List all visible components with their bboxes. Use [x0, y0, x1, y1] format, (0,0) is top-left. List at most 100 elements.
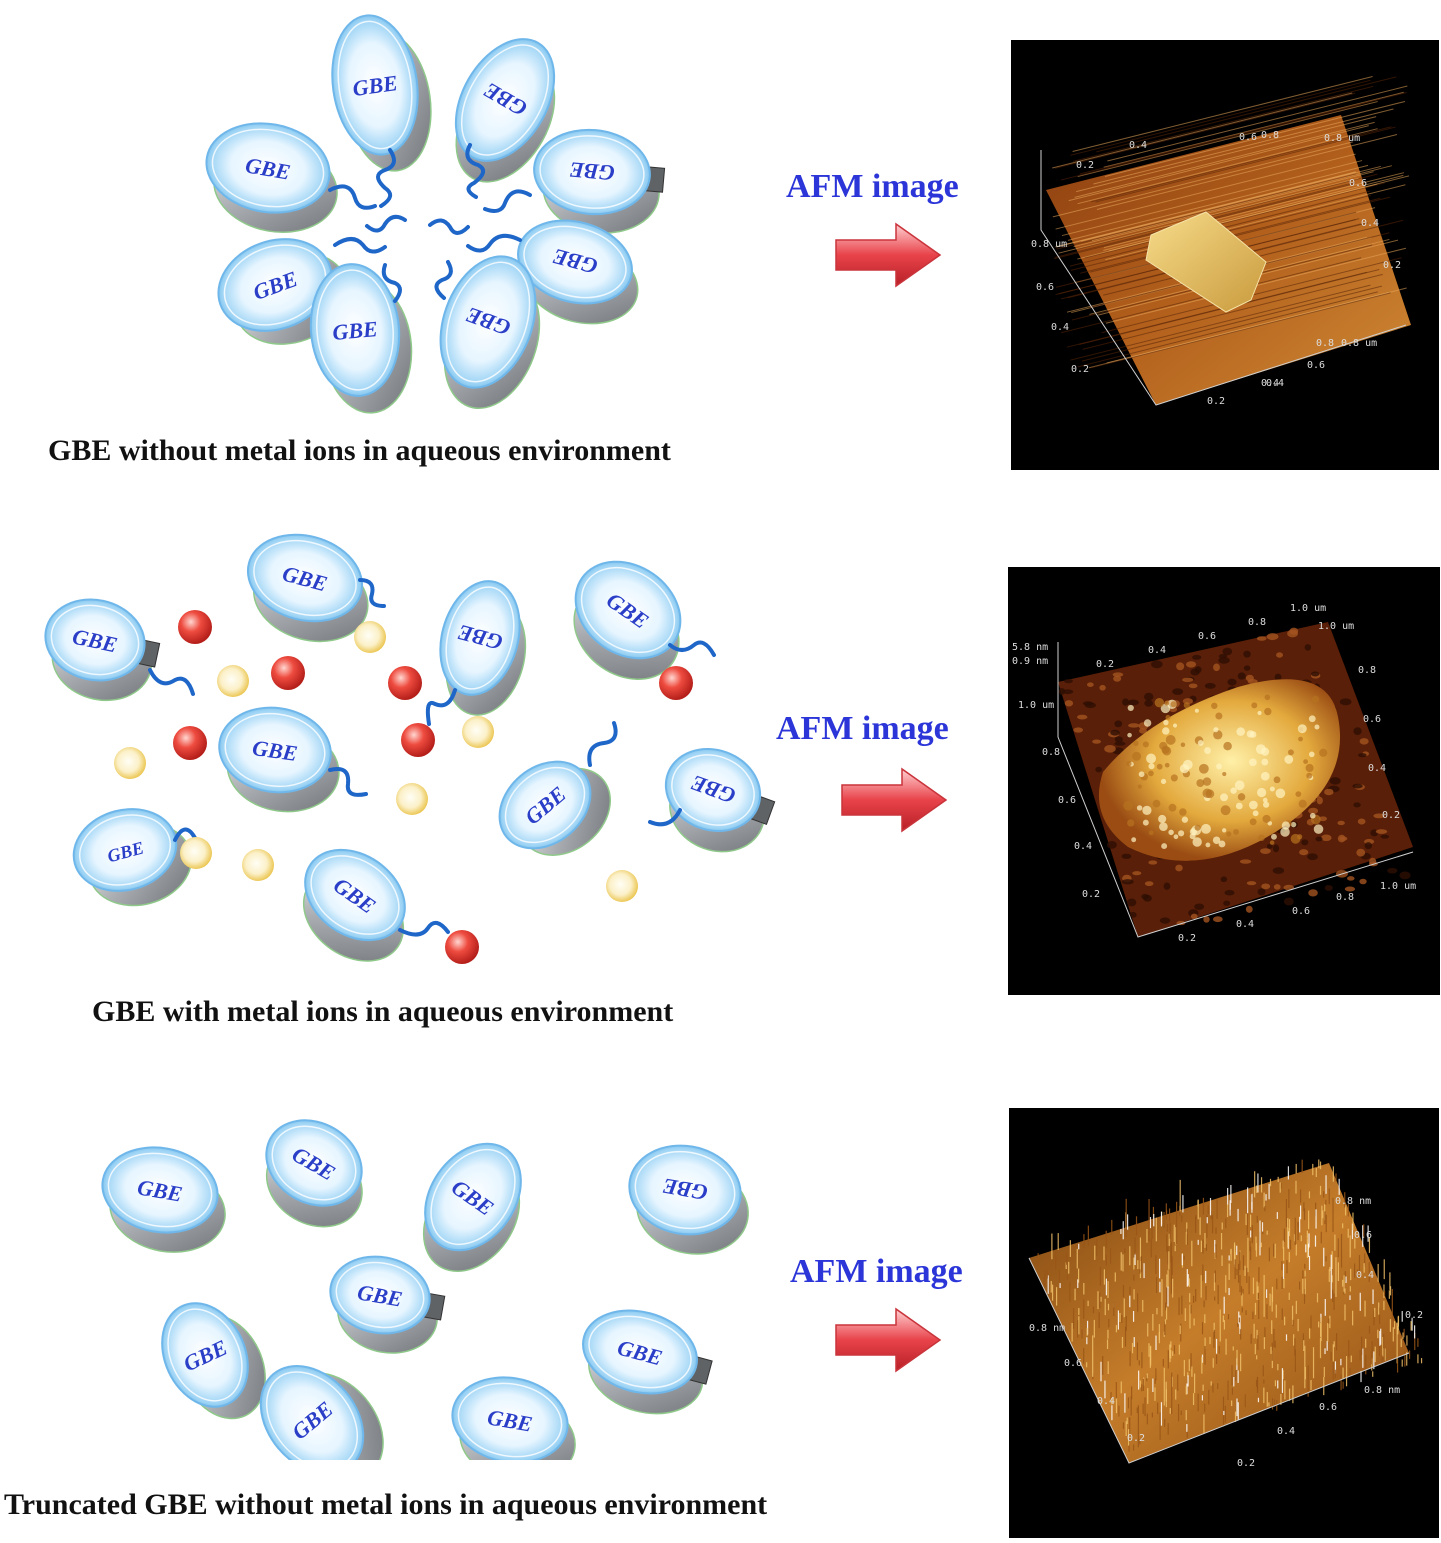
afm-label: AFM image [776, 710, 949, 747]
peptide-linker [434, 260, 453, 300]
peptide-linker [365, 214, 407, 233]
afm-axis-tick: 0.8 [1336, 892, 1354, 903]
gbe-enzyme: GBE [161, 1302, 266, 1420]
right-arrow-icon [835, 1308, 941, 1372]
afm-axis-tick: 0.4 [1368, 763, 1386, 774]
afm-axis-tick: 0.2 [1405, 1310, 1423, 1321]
afm-axis-tick: 0.8 [1261, 130, 1279, 141]
afm-axis-tick: 0.4 [1097, 1396, 1115, 1407]
metal-ion-yellow [354, 621, 386, 653]
gbe-enzyme: GBE [218, 706, 340, 813]
peptide-linker [398, 920, 450, 937]
gbe-enzyme: GBE [329, 1255, 446, 1354]
afm-axis-tick: 0.2 [1382, 810, 1400, 821]
peptide-linker [465, 143, 486, 199]
afm-axis-tick: 0.6 [1354, 1230, 1372, 1241]
metal-ion-red [388, 666, 422, 700]
gbe-enzyme: GBE [439, 580, 527, 716]
peptide-linker [425, 688, 457, 726]
peptide-linker [173, 827, 197, 842]
afm-axis-tick: 0.6 [1036, 282, 1054, 293]
peptide-linker [648, 808, 682, 827]
gbe-label: GBE [251, 735, 299, 766]
afm-axis-tick: 1.0 um [1318, 621, 1354, 632]
afm-axis-tick: 0.6 [1058, 795, 1076, 806]
peptide-linker [428, 218, 470, 235]
afm-axis-tick: 0.8 nm [1029, 1323, 1065, 1334]
afm-image-1: 0.2 0.4 0.6 0.8 0.8 um 0.6 0.4 0.2 0.8 um 0.6 0.4 0… [1011, 40, 1439, 470]
afm-axis-tick: 0.4 [1148, 645, 1166, 656]
gbe-enzyme: GBE [422, 1142, 522, 1272]
gbe-label: GBE [331, 316, 378, 345]
metal-ion-yellow [606, 870, 638, 902]
afm-axis-tick: 0.6 [1349, 178, 1367, 189]
gbe-enzyme: GBE [582, 1309, 713, 1415]
peptide-linker [328, 767, 368, 797]
afm-axis-tick: 0.6 [1363, 714, 1381, 725]
afm-axis-tick: 0.6 [1239, 132, 1257, 143]
afm-axis-tick: 0.2 [1383, 260, 1401, 271]
gbe-enzyme: GBE [439, 255, 541, 410]
afm-axis-tick: 0.8 nm [1364, 1385, 1400, 1396]
afm-axis-tick: 0.4 [1129, 140, 1147, 151]
metal-ion-yellow [114, 747, 146, 779]
gbe-enzyme: GBE [533, 128, 666, 234]
afm-axis-tick: 0.2 [1127, 1433, 1145, 1444]
afm-axis-tick: 0.8 um [1341, 338, 1377, 349]
peptide-linker [483, 189, 532, 213]
peptide-linker [376, 148, 396, 208]
metal-ion-red [659, 666, 693, 700]
gbe-enzyme: GBE [331, 14, 432, 172]
afm-axis-tick: 0.8 um [1031, 239, 1067, 250]
afm-axis-tick: 0.8 [1316, 338, 1334, 349]
afm-label: AFM image [790, 1253, 963, 1290]
gbe-enzyme: GBE [454, 38, 556, 183]
afm-axis-tick: 0.2 [1071, 364, 1089, 375]
afm-axis-tick: 0.4 [1361, 218, 1379, 229]
peptide-linker [333, 237, 387, 254]
afm-axis-tick: 0.4 [1051, 322, 1069, 333]
afm-axis-tick: 0.8 [1042, 747, 1060, 758]
afm-aggregate [1145, 211, 1267, 313]
peptide-linker [381, 263, 402, 303]
afm-axis-tick: 0.4 [1236, 919, 1254, 930]
afm-axis-tick: 0.2 [1207, 396, 1225, 407]
gbe-enzyme: GBE [517, 219, 639, 325]
right-arrow-icon [835, 223, 941, 287]
afm-axis-tick: 0.8 um [1324, 133, 1360, 144]
afm-axis-tick: 0.8 [1248, 617, 1266, 628]
peptide-linker [668, 640, 716, 657]
gbe-enzyme: GBE [259, 1365, 384, 1460]
afm-axis-tick: 0.6 [1292, 906, 1310, 917]
gbe-label: GBE [351, 70, 399, 101]
metal-ion-yellow [462, 716, 494, 748]
gbe-enzyme: GBE [451, 1376, 576, 1460]
afm-axis-tick: 0.2 [1237, 1458, 1255, 1469]
metal-ion-yellow [217, 665, 249, 697]
afm-axis-tick: 0.6 [1307, 360, 1325, 371]
afm-axis-tick: 0.2 [1076, 160, 1094, 171]
gbe-enzyme: GBE [573, 560, 682, 680]
afm-axis-tick: 0.4 [1074, 841, 1092, 852]
metal-ion-red [178, 610, 212, 644]
gbe-enzyme: GBE [44, 598, 161, 702]
afm-axis-tick: 0.9 nm [1012, 656, 1048, 667]
gbe-enzyme: GBE [309, 263, 413, 414]
metal-ion-yellow [396, 783, 428, 815]
afm-axis-tick: 0.6 [1064, 1358, 1082, 1369]
afm-axis-tick: 0.6 [1319, 1402, 1337, 1413]
afm-axis-tick: 1.0 um [1380, 881, 1416, 892]
panel-caption: Truncated GBE without metal ions in aque… [4, 1488, 768, 1521]
metal-ion-red [173, 726, 207, 760]
afm-aggregate [1098, 679, 1341, 861]
peptide-linker [587, 721, 618, 767]
afm-axis-tick: 0.4 [1277, 1426, 1295, 1437]
afm-axis-tick: 0.2 [1082, 889, 1100, 900]
gbe-enzyme: GBE [72, 808, 193, 907]
gbe-enzyme: GBE [628, 1144, 749, 1255]
afm-axis-tick: 0.8 [1358, 665, 1376, 676]
